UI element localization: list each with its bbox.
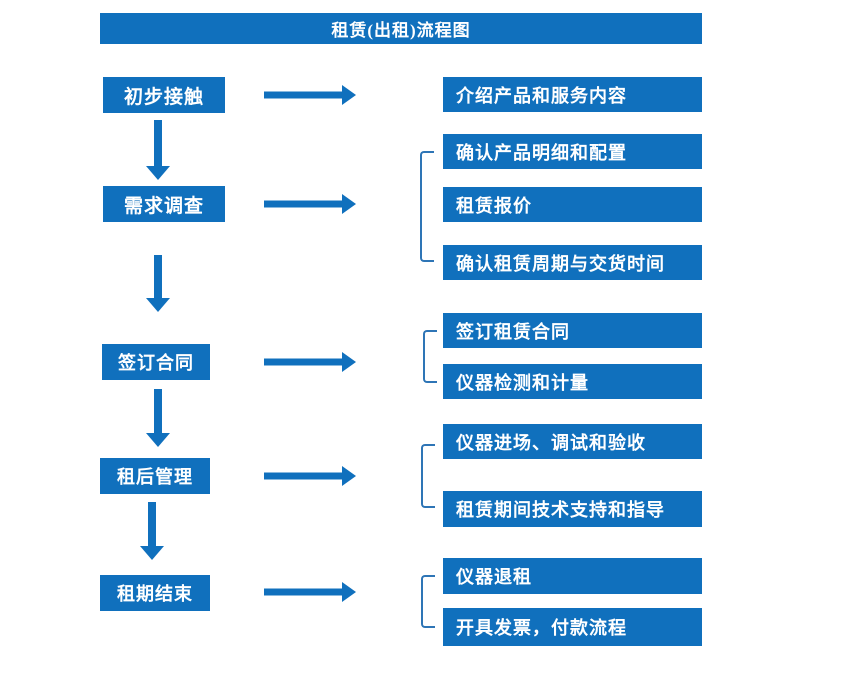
down-arrow-head: [146, 433, 170, 447]
right-arrow-shaft: [264, 200, 344, 208]
down-arrow-head: [146, 298, 170, 312]
group-bracket-sign-contract: [423, 330, 437, 383]
right-arrow-head: [342, 85, 356, 105]
down-arrow-shaft: [148, 502, 156, 547]
step-post-rental-management: 租后管理: [100, 458, 210, 494]
right-arrow-head: [342, 582, 356, 602]
step-initial-contact: 初步接触: [103, 77, 225, 113]
down-arrow-3: [146, 389, 170, 447]
right-arrow-shaft: [264, 588, 344, 596]
detail-confirm-period-delivery: 确认租赁周期与交货时间: [443, 245, 702, 280]
right-arrow-shaft: [264, 472, 344, 480]
group-bracket-post-rental: [421, 444, 435, 508]
right-arrow-shaft: [264, 358, 344, 366]
group-bracket-demand-survey: [420, 151, 434, 262]
down-arrow-head: [146, 166, 170, 180]
right-arrow-head: [342, 466, 356, 486]
detail-invoice-payment: 开具发票，付款流程: [443, 608, 702, 646]
right-arrow-1: [264, 84, 356, 106]
right-arrow-head: [342, 352, 356, 372]
right-arrow-shaft: [264, 91, 344, 99]
down-arrow-2: [146, 255, 170, 312]
right-arrow-2: [264, 193, 356, 215]
flowchart-title: 租赁(出租)流程图: [331, 21, 471, 40]
down-arrow-head: [140, 546, 164, 560]
step-lease-end: 租期结束: [100, 575, 210, 611]
right-arrow-3: [264, 351, 356, 373]
down-arrow-shaft: [154, 120, 162, 167]
detail-intro-products-services: 介绍产品和服务内容: [443, 77, 702, 112]
down-arrow-shaft: [154, 255, 162, 299]
group-bracket-lease-end: [421, 575, 435, 628]
down-arrow-1: [146, 120, 170, 180]
step-demand-survey: 需求调查: [103, 186, 225, 222]
flowchart-title-bar: 租赁(出租)流程图: [100, 13, 702, 44]
detail-instrument-return: 仪器退租: [443, 558, 702, 594]
detail-instrument-setup-acceptance: 仪器进场、调试和验收: [443, 424, 702, 459]
step-sign-contract: 签订合同: [102, 344, 210, 380]
right-arrow-4: [264, 465, 356, 487]
detail-instrument-inspection: 仪器检测和计量: [443, 364, 702, 399]
right-arrow-5: [264, 581, 356, 603]
right-arrow-head: [342, 194, 356, 214]
down-arrow-shaft: [154, 389, 162, 434]
down-arrow-4: [140, 502, 164, 560]
detail-sign-rental-contract: 签订租赁合同: [443, 313, 702, 348]
detail-tech-support-guidance: 租赁期间技术支持和指导: [443, 491, 702, 527]
detail-confirm-product-config: 确认产品明细和配置: [443, 134, 702, 169]
detail-rental-quote: 租赁报价: [443, 187, 702, 222]
